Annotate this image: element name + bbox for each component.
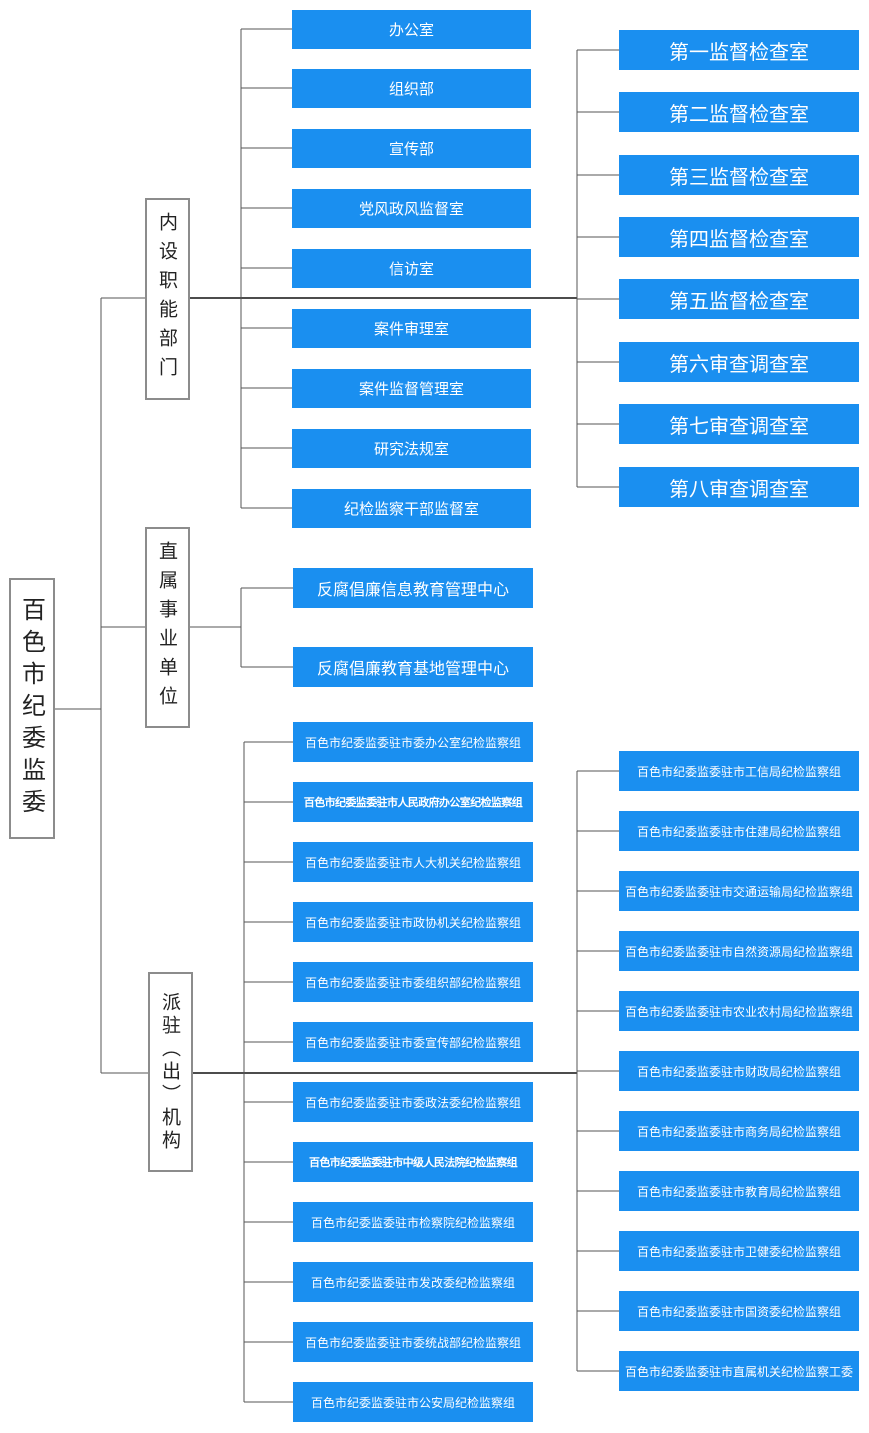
dispatched-group-node: 百色市纪委监委驻市自然资源局纪检监察组	[619, 931, 859, 971]
internal-dept-node: 信访室	[292, 249, 531, 288]
supervision-office-node: 第三监督检查室	[619, 155, 859, 195]
root-node: 百色市纪委监委	[9, 578, 55, 839]
category-internal-departments: 内设职能部门	[145, 198, 190, 400]
dispatched-group-node: 百色市纪委监委驻市委统战部纪检监察组	[293, 1322, 533, 1362]
internal-dept-node: 宣传部	[292, 129, 531, 168]
category-dispatched-agencies: 派驻（出）机构	[148, 972, 193, 1172]
dispatched-group-node: 百色市纪委监委驻市财政局纪检监察组	[619, 1051, 859, 1091]
dispatched-group-node: 百色市纪委监委驻市住建局纪检监察组	[619, 811, 859, 851]
internal-dept-node: 办公室	[292, 10, 531, 49]
dispatched-group-node: 百色市纪委监委驻市直属机关纪检监察工委	[619, 1351, 859, 1391]
dispatched-group-node: 百色市纪委监委驻市检察院纪检监察组	[293, 1202, 533, 1242]
dispatched-group-node: 百色市纪委监委驻市商务局纪检监察组	[619, 1111, 859, 1151]
internal-dept-node: 纪检监察干部监督室	[292, 489, 531, 528]
internal-dept-node: 案件审理室	[292, 309, 531, 348]
dispatched-group-node: 百色市纪委监委驻市国资委纪检监察组	[619, 1291, 859, 1331]
dispatched-group-node: 百色市纪委监委驻市工信局纪检监察组	[619, 751, 859, 791]
dispatched-group-node: 百色市纪委监委驻市公安局纪检监察组	[293, 1382, 533, 1422]
internal-dept-node: 研究法规室	[292, 429, 531, 468]
dispatched-group-node: 百色市纪委监委驻市发改委纪检监察组	[293, 1262, 533, 1302]
dispatched-group-node: 百色市纪委监委驻市委办公室纪检监察组	[293, 722, 533, 762]
dispatched-group-node: 百色市纪委监委驻市委政法委纪检监察组	[293, 1082, 533, 1122]
internal-dept-node: 案件监督管理室	[292, 369, 531, 408]
dispatched-group-node: 百色市纪委监委驻市中级人民法院纪检监察组	[293, 1142, 533, 1182]
dispatched-group-node: 百色市纪委监委驻市卫健委纪检监察组	[619, 1231, 859, 1271]
dispatched-group-node: 百色市纪委监委驻市委组织部纪检监察组	[293, 962, 533, 1002]
internal-dept-node: 党风政风监督室	[292, 189, 531, 228]
investigation-office-node: 第六审查调查室	[619, 342, 859, 382]
dispatched-group-node: 百色市纪委监委驻市委宣传部纪检监察组	[293, 1022, 533, 1062]
dispatched-group-node: 百色市纪委监委驻市政协机关纪检监察组	[293, 902, 533, 942]
affiliated-unit-node: 反腐倡廉信息教育管理中心	[293, 568, 533, 608]
dispatched-group-node: 百色市纪委监委驻市农业农村局纪检监察组	[619, 991, 859, 1031]
supervision-office-node: 第四监督检查室	[619, 217, 859, 257]
investigation-office-node: 第七审查调查室	[619, 404, 859, 444]
supervision-office-node: 第一监督检查室	[619, 30, 859, 70]
category-affiliated-units: 直属事业单位	[145, 527, 190, 728]
affiliated-unit-node: 反腐倡廉教育基地管理中心	[293, 647, 533, 687]
dispatched-group-node: 百色市纪委监委驻市交通运输局纪检监察组	[619, 871, 859, 911]
supervision-office-node: 第五监督检查室	[619, 279, 859, 319]
dispatched-group-node: 百色市纪委监委驻市人大机关纪检监察组	[293, 842, 533, 882]
investigation-office-node: 第八审查调查室	[619, 467, 859, 507]
internal-dept-node: 组织部	[292, 69, 531, 108]
dispatched-group-node: 百色市纪委监委驻市教育局纪检监察组	[619, 1171, 859, 1211]
supervision-office-node: 第二监督检查室	[619, 92, 859, 132]
dispatched-group-node: 百色市纪委监委驻市人民政府办公室纪检监察组	[293, 782, 533, 822]
